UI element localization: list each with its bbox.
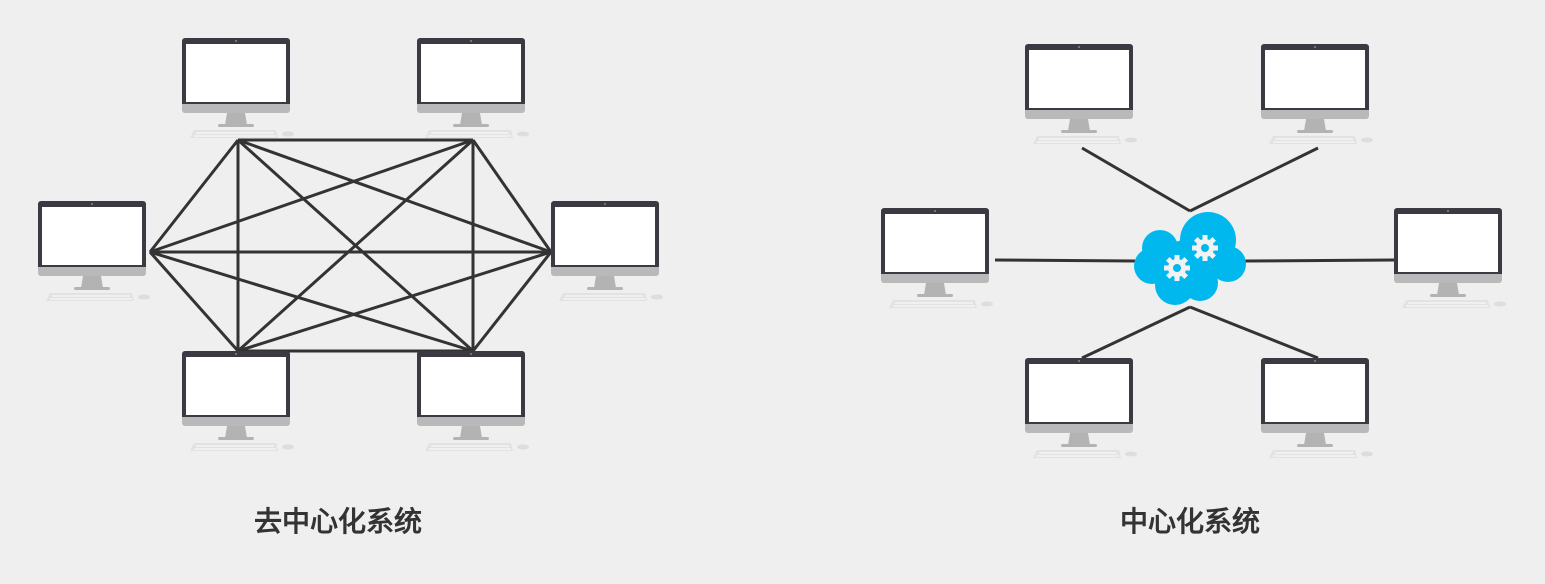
- computer-icon: [181, 37, 295, 139]
- computer-icon: [1260, 43, 1374, 145]
- computer-icon: [37, 200, 151, 302]
- gear-icon: [1192, 235, 1218, 261]
- computer-icon: [1024, 357, 1138, 459]
- gear-icon: [1164, 255, 1190, 281]
- decentralized-connections: [148, 138, 553, 353]
- computer-icon: [1260, 357, 1374, 459]
- computer-icon: [550, 200, 664, 302]
- computer-icon: [880, 207, 994, 309]
- cloud-server-icon: [1134, 212, 1246, 305]
- computer-icon: [416, 37, 530, 139]
- centralized-connections: [994, 146, 1395, 360]
- decentralized-nodes: [37, 37, 664, 452]
- computer-icon: [1024, 43, 1138, 145]
- computer-icon: [1393, 207, 1507, 309]
- computer-icon: [181, 350, 295, 452]
- decentralized-system-title: 去中心化系统: [253, 505, 423, 538]
- centralized-system-title: 中心化系统: [1119, 505, 1261, 538]
- computer-icon: [416, 350, 530, 452]
